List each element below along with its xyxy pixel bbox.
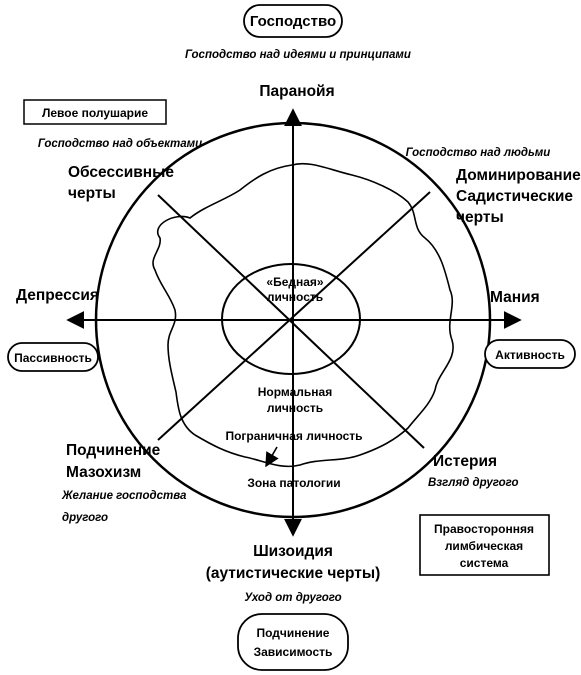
passivity-box <box>7 342 99 372</box>
poor-personality-line1: «Бедная» <box>266 275 324 289</box>
right-limbic-line2: лимбическая <box>445 539 523 553</box>
left-hemisphere-caption: Господство над объектами <box>38 138 202 150</box>
borderline-label: Пограничная личность <box>225 429 362 443</box>
submission-line1: Подчинение <box>66 442 161 459</box>
submission-caption2: другого <box>62 512 108 524</box>
axis-left-label: Депрессия <box>16 287 99 304</box>
axis-right-label: Мания <box>490 289 540 306</box>
dominance-line3: черты <box>456 209 504 226</box>
bottom-box-line1: Подчинение <box>257 626 330 640</box>
axis-down-line2: (аутистические черты) <box>206 565 381 582</box>
activity-label: Активность <box>495 348 565 362</box>
activity-box <box>484 339 576 369</box>
poor-personality-line2: личность <box>267 290 323 304</box>
dominance-line1: Доминирование <box>456 167 581 184</box>
hysteria-label: Истерия <box>433 453 497 470</box>
obsessive-line1: Обсессивные <box>68 164 174 181</box>
dominance-line2: Садистические <box>456 188 573 205</box>
bottom-box-line2: Зависимость <box>254 645 333 659</box>
hysteria-caption: Взгляд другого <box>428 477 519 489</box>
pathology-zone-label: Зона патологии <box>247 476 340 490</box>
normal-personality-line2: личность <box>267 401 323 415</box>
axis-down-line1: Шизоидия <box>253 543 333 560</box>
borderline-arrow <box>265 446 279 468</box>
pathology-boundary <box>152 162 454 468</box>
obsessive-line2: черты <box>68 185 116 202</box>
over-people-caption: Господство над людьми <box>406 147 551 159</box>
submission-caption1: Желание господства <box>61 490 187 502</box>
axis-up-label: Паранойя <box>259 83 334 100</box>
axis-down-caption: Уход от другого <box>244 592 341 604</box>
right-limbic-line3: система <box>460 556 509 570</box>
right-limbic-box <box>419 514 550 576</box>
left-hemisphere-box <box>23 99 167 125</box>
normal-personality-line1: Нормальная <box>258 385 332 399</box>
top-box <box>243 4 343 38</box>
top-box-label: Господство <box>250 13 336 30</box>
passivity-label: Пассивность <box>14 351 92 365</box>
left-hemisphere-label: Левое полушарие <box>42 106 148 120</box>
top-caption: Господство над идеями и принципами <box>185 49 411 61</box>
diagonal-nw-se <box>157 194 425 449</box>
submission-line2: Мазохизм <box>66 464 141 481</box>
right-limbic-line1: Правосторонняя <box>434 522 534 536</box>
bottom-box <box>237 613 349 671</box>
